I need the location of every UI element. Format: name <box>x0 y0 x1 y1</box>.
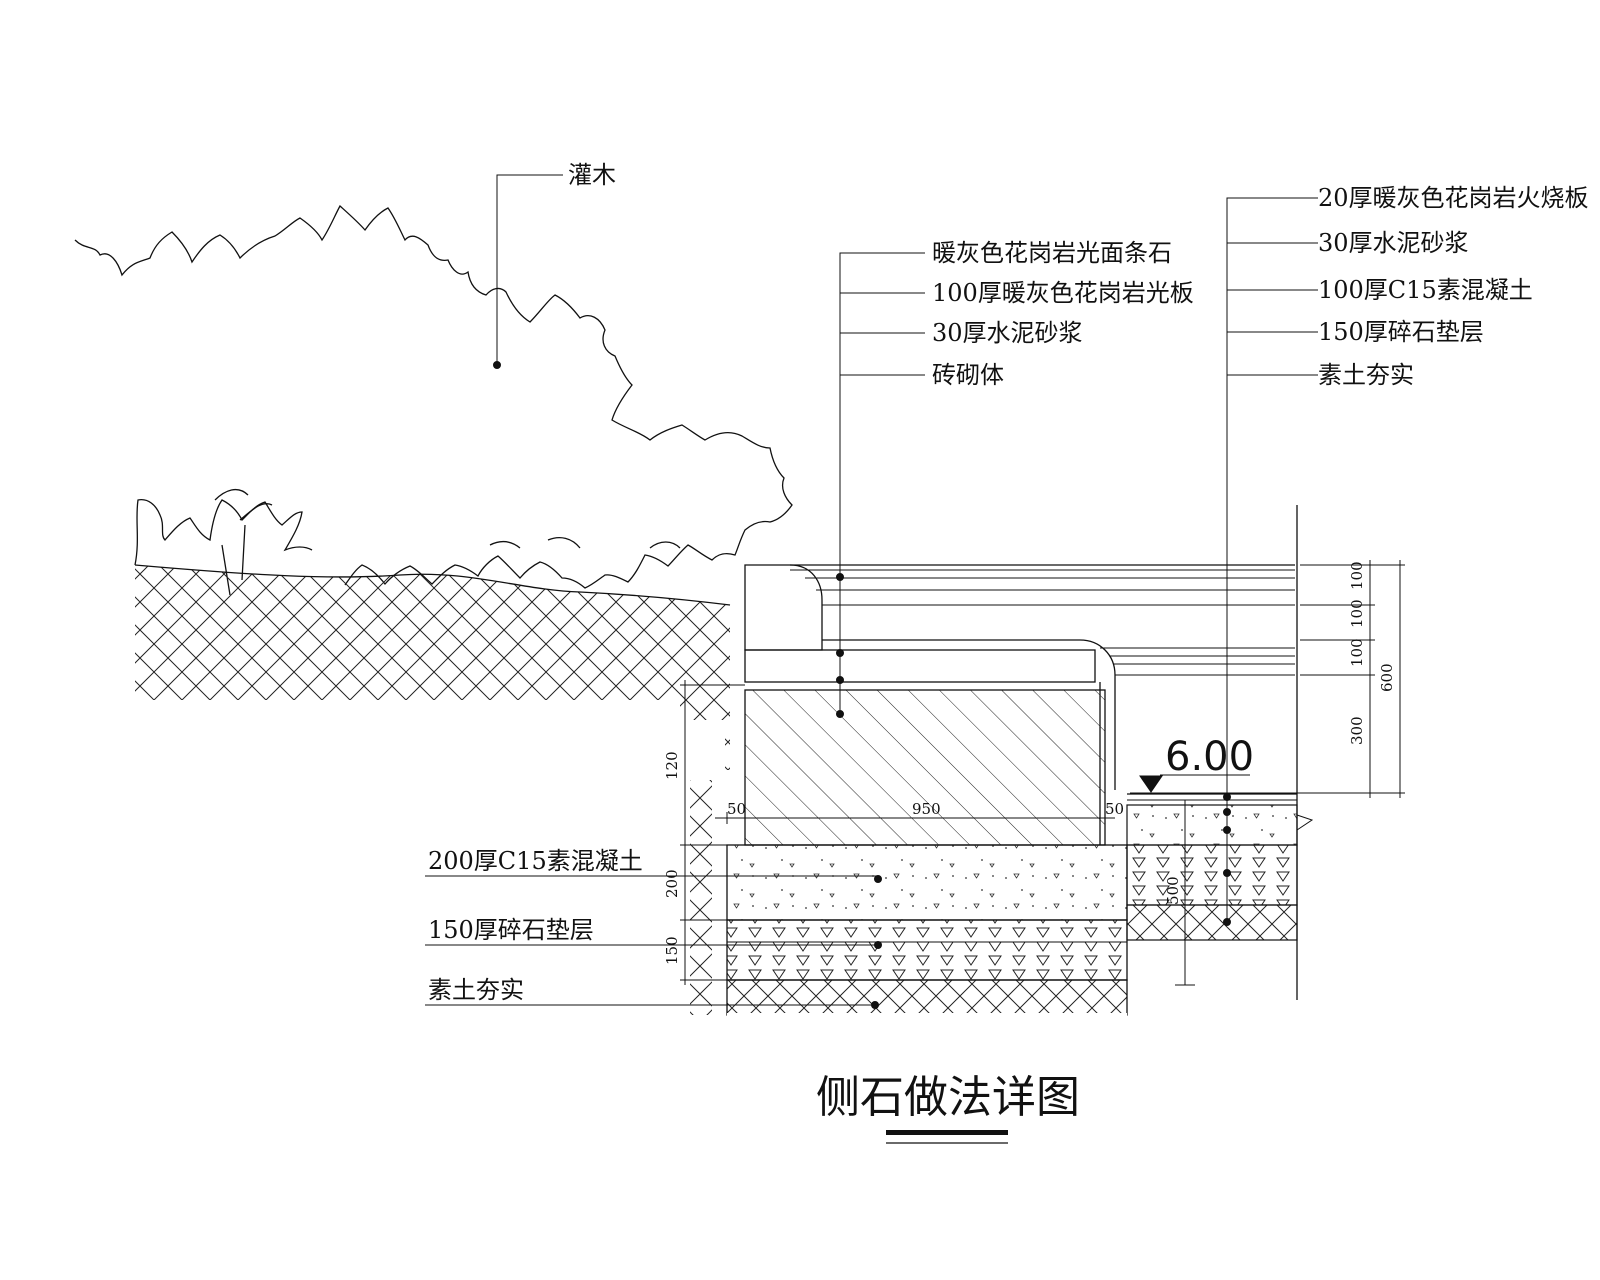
dim-right-4: 300 <box>1348 716 1366 745</box>
dim-right-2: 100 <box>1348 599 1366 628</box>
dim-bottom-3: 50 <box>1105 800 1124 818</box>
dim-right-total: 600 <box>1378 663 1396 692</box>
elevation-marker: 6.00 <box>1130 734 1300 794</box>
dim-right-1: 100 <box>1348 561 1366 590</box>
label-foundation-3: 素土夯实 <box>428 976 524 1004</box>
label-shrub: 灌木 <box>568 161 616 189</box>
foundation-layers <box>726 844 1128 1023</box>
dim-depth: 500 <box>1164 876 1182 905</box>
label-paving-2: 30厚水泥砂浆 <box>1318 229 1469 257</box>
label-paving-5: 素土夯实 <box>1318 361 1414 389</box>
label-foundation-2: 150厚碎石垫层 <box>428 916 594 944</box>
dim-left-2: 200 <box>663 869 681 898</box>
dimension-labels: 100 100 100 300 600 120 200 150 50 950 5… <box>663 561 1396 965</box>
label-curb-4: 砖砌体 <box>932 361 1004 389</box>
dim-right-3: 100 <box>1348 638 1366 667</box>
dimension-lines <box>680 560 1405 986</box>
label-curb-2: 100厚暖灰色花岗岩光板 <box>932 279 1194 307</box>
dim-bottom-2: 950 <box>912 800 941 818</box>
label-curb-1: 暖灰色花岗岩光面条石 <box>932 239 1172 267</box>
label-foundation-1: 200厚C15素混凝土 <box>428 847 643 875</box>
dim-left-1: 120 <box>663 751 681 780</box>
label-paving-1: 20厚暖灰色花岗岩火烧板 <box>1318 184 1589 212</box>
dim-left-3: 150 <box>663 936 681 965</box>
drawing-title: 侧石做法详图 <box>816 1072 1080 1123</box>
annotation-labels: 灌木 暖灰色花岗岩光面条石 100厚暖灰色花岗岩光板 30厚水泥砂浆 砖砌体 2… <box>428 161 1589 1004</box>
label-paving-3: 100厚C15素混凝土 <box>1318 276 1533 304</box>
label-paving-4: 150厚碎石垫层 <box>1318 318 1484 346</box>
drawing-title-block: 侧石做法详图 <box>816 1072 1080 1144</box>
paving-layers <box>1126 505 1314 1000</box>
brick-masonry-body <box>744 689 1106 846</box>
elevation-value: 6.00 <box>1165 734 1254 780</box>
leader-lines <box>425 174 1318 1009</box>
label-curb-3: 30厚水泥砂浆 <box>932 319 1083 347</box>
shrub-illustration <box>74 204 793 596</box>
curb-stone-section <box>744 564 1295 845</box>
dim-bottom-1: 50 <box>727 800 746 818</box>
